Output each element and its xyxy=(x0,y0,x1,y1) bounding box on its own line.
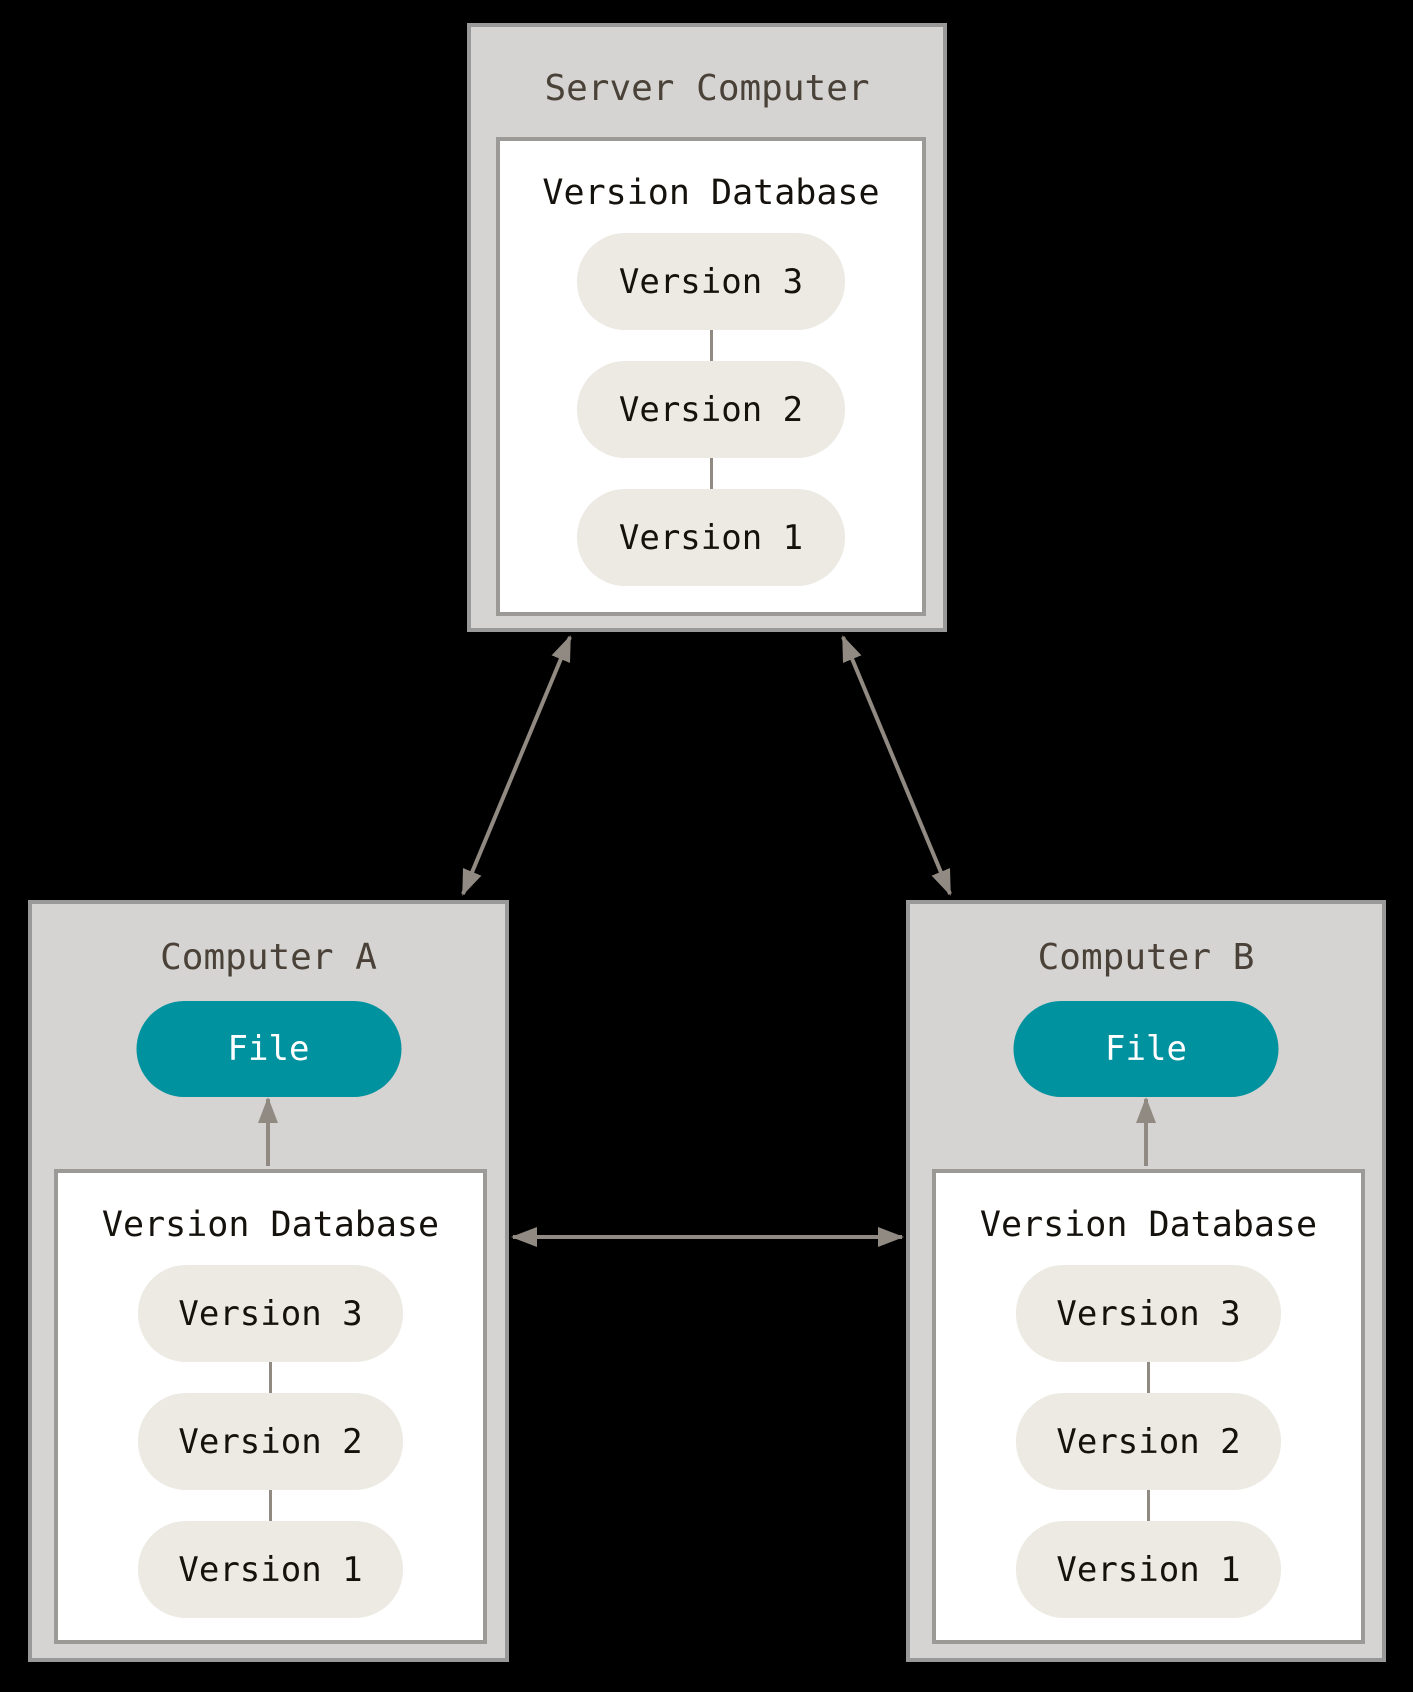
server-version-database-box: Version Database Version 3 Version 2 Ver… xyxy=(496,137,926,616)
computer-a-version-2-pill: Version 2 xyxy=(138,1393,403,1490)
server-computer-a-arrow xyxy=(461,635,572,896)
version-connector xyxy=(1147,1362,1150,1393)
computer-b-version-1-pill: Version 1 xyxy=(1016,1521,1281,1618)
computer-b-version-database-label: Version Database xyxy=(979,1205,1318,1245)
version-connector xyxy=(269,1362,272,1393)
computer-b-file-pill: File xyxy=(1013,1001,1279,1097)
computer-b-version-2-pill: Version 2 xyxy=(1016,1393,1281,1490)
computer-a-version-database-box: Version Database Version 3 Version 2 Ver… xyxy=(54,1169,487,1644)
computer-b-version-database-box: Version Database Version 3 Version 2 Ver… xyxy=(932,1169,1365,1644)
server-computer-box: Server Computer Version Database Version… xyxy=(467,23,947,632)
version-connector xyxy=(1147,1490,1150,1521)
server-computer-title: Server Computer xyxy=(544,68,870,109)
computer-a-version-3-pill: Version 3 xyxy=(138,1265,403,1362)
version-connector xyxy=(709,330,713,361)
server-version-1-pill: Version 1 xyxy=(577,489,845,586)
computer-b-version-3-pill: Version 3 xyxy=(1016,1265,1281,1362)
server-computer-b-arrow xyxy=(841,635,952,896)
server-version-database-label: Version Database xyxy=(542,173,880,213)
version-connector xyxy=(709,458,713,489)
computer-b-box: Computer B File Version Database Version… xyxy=(906,900,1386,1662)
computer-a-version-database-label: Version Database xyxy=(101,1205,440,1245)
computer-a-box: Computer A File Version Database Version… xyxy=(28,900,509,1662)
computer-a-file-pill: File xyxy=(136,1001,401,1097)
computer-b-title: Computer B xyxy=(1037,937,1255,978)
version-connector xyxy=(269,1490,272,1521)
server-version-2-pill: Version 2 xyxy=(577,361,845,458)
server-version-3-pill: Version 3 xyxy=(577,233,845,330)
computer-a-title: Computer A xyxy=(160,937,377,978)
computer-a-version-1-pill: Version 1 xyxy=(138,1521,403,1618)
